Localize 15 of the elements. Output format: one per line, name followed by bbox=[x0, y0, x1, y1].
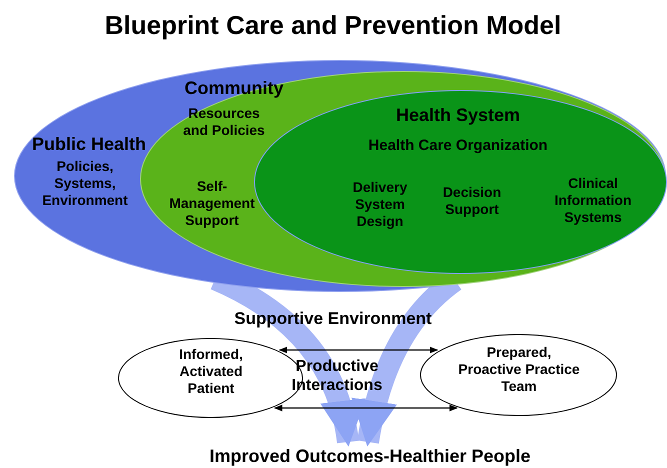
ellipse-text: Delivery System Design bbox=[352, 179, 408, 230]
ellipse-text: Policies, Systems, Environment bbox=[41, 158, 129, 208]
ellipse-text: Informed, Activated Patient bbox=[178, 346, 244, 396]
ellipse-heading: Public Health bbox=[30, 134, 148, 156]
diagram-title: Blueprint Care and Prevention Model bbox=[104, 10, 562, 42]
ellipse-text: Health Care Organization bbox=[367, 137, 549, 155]
outcome-heading: Improved Outcomes-Healthier People bbox=[208, 446, 532, 468]
diagram-label: Supportive Environment bbox=[233, 309, 433, 330]
ellipse-text: Prepared, Proactive Practice Team bbox=[457, 344, 581, 394]
ellipse-text: Clinical Information Systems bbox=[554, 175, 632, 226]
ellipse-text: Self-Management Support bbox=[168, 178, 256, 228]
ellipse-heading: Health System bbox=[394, 105, 522, 127]
double-arrow bbox=[278, 346, 438, 354]
ellipse-text: Decision Support bbox=[442, 184, 502, 218]
double-arrow bbox=[274, 404, 458, 412]
